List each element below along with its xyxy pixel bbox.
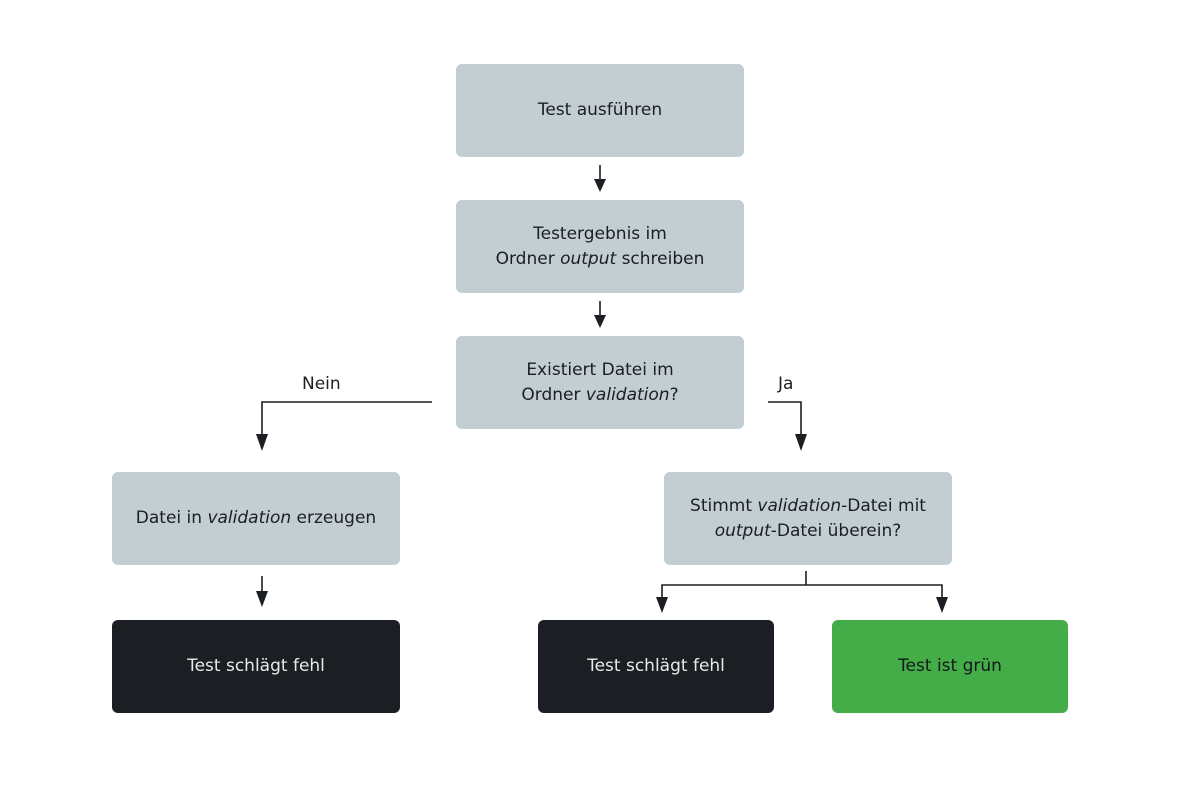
node-label: Test schlägt fehl bbox=[187, 656, 325, 676]
node-label: Datei in validation erzeugen bbox=[135, 508, 377, 528]
node-test-fails-right: Test schlägt fehl bbox=[538, 620, 774, 713]
arrowhead bbox=[256, 591, 268, 607]
node-label: Test ausführen bbox=[537, 100, 663, 120]
node-label: Test schlägt fehl bbox=[587, 656, 725, 676]
node-write-result: Testergebnis im Ordner output schreiben bbox=[456, 200, 744, 293]
node-label: Existiert Datei im Ordner validation? bbox=[521, 359, 679, 405]
node-file-exists: Existiert Datei im Ordner validation? bbox=[456, 336, 744, 429]
arrow-exists-to-match bbox=[768, 401, 802, 435]
edge-label-yes: Ja bbox=[778, 374, 794, 394]
arrowhead bbox=[594, 179, 606, 192]
arrowhead bbox=[656, 597, 668, 613]
node-label: Stimmt validation-Datei mit output-Datei… bbox=[690, 495, 926, 541]
arrowhead bbox=[594, 315, 606, 328]
arrow-exists-to-create bbox=[261, 401, 432, 435]
arrow-match-to-pass bbox=[806, 584, 943, 598]
edge-label-no: Nein bbox=[302, 374, 341, 394]
node-test-passes: Test ist grün bbox=[832, 620, 1068, 713]
node-test-fails-left: Test schlägt fehl bbox=[112, 620, 400, 713]
arrowhead bbox=[936, 597, 948, 613]
arrowhead bbox=[795, 434, 807, 451]
arrow-match-to-fail bbox=[661, 584, 806, 598]
node-files-match: Stimmt validation-Datei mit output-Datei… bbox=[664, 472, 952, 565]
node-label: Test ist grün bbox=[898, 656, 1002, 676]
node-create-file: Datei in validation erzeugen bbox=[112, 472, 400, 565]
node-label: Testergebnis im Ordner output schreiben bbox=[495, 223, 705, 269]
node-run-test: Test ausführen bbox=[456, 64, 744, 157]
arrowhead bbox=[256, 434, 268, 451]
